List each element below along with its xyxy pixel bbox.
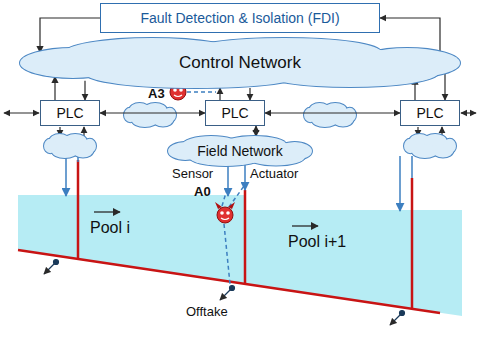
network-cloud [124,103,176,127]
actuator-link [244,164,246,190]
node-label: Control Network [179,53,301,73]
connector [100,112,205,113]
attack-path [187,91,216,93]
sensor-link [399,156,401,211]
network-cloud: Control Network [20,38,460,88]
connector [249,88,250,100]
connector [444,72,445,100]
node-label: Field Network [197,143,283,159]
offtake-label: Offtake [186,304,228,319]
pool-label: Pool i+1 [288,233,346,251]
fdi-box: Fault Detection & Isolation (FDI) [100,3,380,33]
network-cloud [20,38,460,88]
gate [411,178,414,309]
plc-box: PLC [205,100,265,126]
pool-label: Pool i [90,219,130,237]
device-label: Actuator [250,166,298,181]
offtake [44,260,405,326]
sensor-link [65,156,67,196]
attack-path [222,186,244,284]
attack-label: A0 [194,184,211,199]
network-cloud: Field Network [168,136,312,166]
gate [77,160,80,259]
attacker-icon [215,202,235,223]
connector [54,77,55,100]
gate [244,190,247,284]
network-cloud [44,134,96,158]
connector [255,126,256,136]
node-label: PLC [56,105,83,121]
device-label: Sensor [172,166,213,181]
neighbour-link [4,112,39,113]
flow-arrow [94,211,120,212]
pool-water [18,195,245,284]
network-cloud [304,103,356,127]
actuator-link [411,156,413,178]
neighbour-link [461,112,476,113]
node-label: PLC [221,105,248,121]
connector [265,112,400,113]
field-link [83,127,84,136]
node-label: PLC [416,105,443,121]
connector [219,88,220,100]
node-label: Fault Detection & Isolation (FDI) [140,10,339,26]
flow-arrow [292,225,318,226]
plc-box: PLC [40,100,100,126]
attack-label: A3 [148,86,165,101]
network-cloud [404,134,456,158]
plc-box: PLC [400,100,460,126]
connector [84,81,85,100]
network-cloud [168,136,312,166]
sensor-link [227,164,229,196]
